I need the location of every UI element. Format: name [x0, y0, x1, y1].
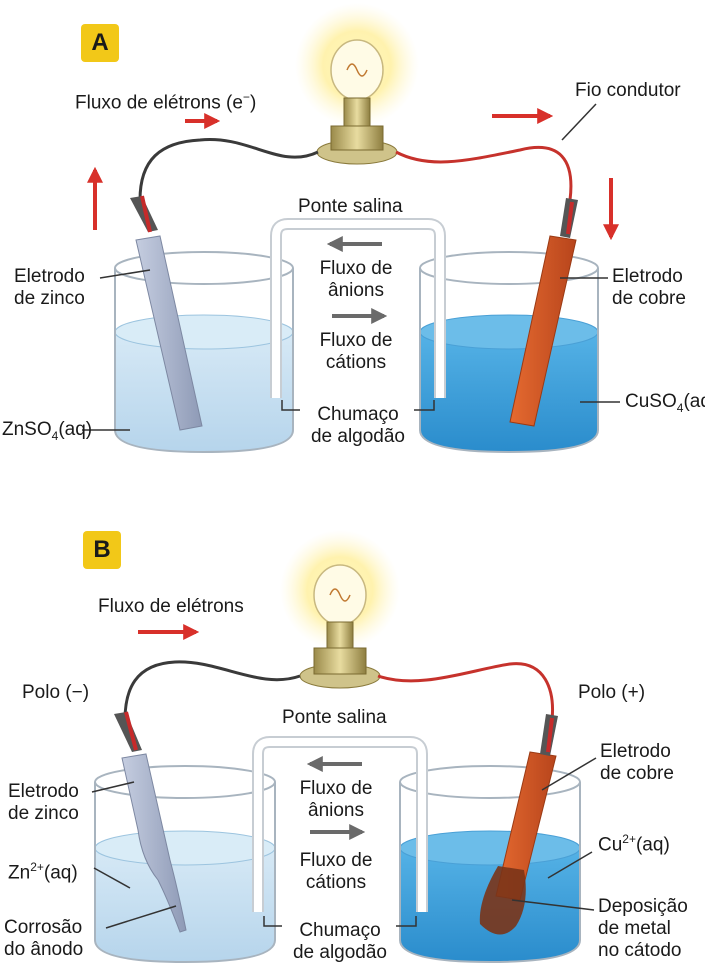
zinc-electrode-line-2: de zinco	[14, 288, 85, 309]
red-wire	[395, 145, 573, 201]
leader-copper-ion	[547, 851, 593, 879]
cotton-line-1: Chumaço	[299, 920, 381, 941]
zinc-electrode-line-1: Eletrodo	[14, 266, 85, 287]
copper-electrode-deposit	[479, 751, 557, 935]
zinc-electrode-line-1: Eletrodo	[8, 781, 79, 802]
copper-ion-charge: 2+	[622, 832, 636, 846]
electron-flow-label: Fluxo de elétrons (e−)	[75, 86, 256, 114]
cuso4-label: CuSO4(aq)	[625, 391, 705, 419]
zinc-clamp-icon	[130, 195, 158, 233]
zinc-electrode-corroded	[121, 753, 187, 933]
cotton-line-2: de algodão	[292, 942, 388, 963]
copper-electrode	[509, 235, 577, 427]
corrosion-line-1: Corrosão	[4, 917, 83, 938]
copper-ion-label: Cu2+(aq)	[598, 828, 670, 856]
copper-electrode-line-2: de cobre	[612, 288, 686, 309]
leader-copper-electrode	[541, 757, 597, 791]
pole-positive-label: Polo (+)	[578, 682, 646, 703]
electron-close-paren: )	[249, 92, 257, 114]
copper-beaker	[419, 251, 599, 454]
zinc-ion-state: (aq)	[43, 862, 78, 884]
electron-symbol: −	[242, 90, 250, 104]
deposition-line-3: no cátodo	[598, 940, 682, 961]
cation-flow-line-2: cátions	[305, 872, 367, 893]
panel-a-badge: A	[81, 24, 119, 62]
zinc-beaker	[114, 251, 294, 454]
cation-flow-line-1: Fluxo de	[319, 330, 393, 351]
anion-flow-line-1: Fluxo de	[299, 778, 373, 799]
zinc-ion-label: Zn2+(aq)	[8, 856, 78, 884]
deposition-line-2: de metal	[598, 918, 671, 939]
anion-flow-line-2: ânions	[308, 800, 364, 821]
cotton-bracket-right	[414, 400, 435, 411]
cuso4-state: (aq)	[683, 391, 705, 412]
electron-flow-label-b: Fluxo de elétrons	[98, 596, 244, 617]
deposition-line-1: Deposição	[598, 896, 688, 917]
wire-label: Fio condutor	[575, 80, 681, 101]
copper-electrode-line-1: Eletrodo	[612, 266, 683, 287]
black-wire	[123, 660, 301, 721]
zinc-ion-text: Zn	[8, 862, 31, 884]
panel-a	[82, 3, 620, 454]
panel-b-badge: B	[83, 531, 121, 569]
cotton-line-1: Chumaço	[317, 404, 399, 425]
black-wire	[138, 138, 319, 201]
leader-zinc-electrode	[99, 269, 151, 279]
red-wire	[377, 662, 554, 721]
cotton-bracket-left	[263, 916, 282, 927]
light-bulb-icon	[280, 530, 400, 689]
pole-negative-label: Polo (−)	[22, 682, 90, 703]
electron-flow-text: Fluxo de elétrons (e	[75, 92, 243, 114]
leader-wire	[561, 103, 597, 141]
copper-ion-state: (aq)	[635, 834, 670, 856]
zinc-electrode	[135, 235, 203, 431]
zinc-electrode-line-2: de zinco	[8, 803, 79, 824]
anion-flow-line-1: Fluxo de	[319, 258, 393, 279]
corrosion-line-2: do ânodo	[4, 939, 84, 960]
cation-flow-line-2: cátions	[325, 352, 387, 373]
copper-clamp-icon	[560, 198, 578, 238]
cotton-line-2: de algodão	[310, 426, 406, 447]
znso4-text: ZnSO	[2, 419, 52, 440]
cotton-bracket-left	[281, 400, 300, 411]
copper-ion-text: Cu	[598, 834, 623, 856]
copper-electrode-line-1: Eletrodo	[600, 741, 671, 762]
leader-corrosion	[105, 905, 177, 929]
cuso4-text: CuSO	[625, 391, 677, 412]
znso4-state: (aq)	[58, 419, 93, 440]
znso4-subscript: 4	[51, 428, 59, 443]
anion-flow-line-2: ânions	[328, 280, 384, 301]
zinc-clamp-icon	[114, 711, 142, 752]
zinc-beaker	[94, 765, 276, 964]
znso4-label: ZnSO4(aq)	[2, 419, 92, 447]
salt-bridge-label: Ponte salina	[298, 196, 403, 217]
cotton-bracket-right	[396, 916, 417, 927]
light-bulb-icon	[295, 3, 419, 165]
copper-clamp-icon	[540, 714, 558, 756]
zinc-ion-charge: 2+	[30, 860, 44, 874]
cuso4-subscript: 4	[676, 400, 684, 415]
leader-zinc-ion	[93, 867, 131, 889]
copper-electrode-line-2: de cobre	[600, 763, 674, 784]
panel-b	[91, 530, 597, 964]
cation-flow-line-1: Fluxo de	[299, 850, 373, 871]
salt-bridge-label-b: Ponte salina	[282, 707, 387, 728]
leader-zinc-electrode	[91, 781, 135, 793]
leader-deposition	[511, 899, 595, 911]
